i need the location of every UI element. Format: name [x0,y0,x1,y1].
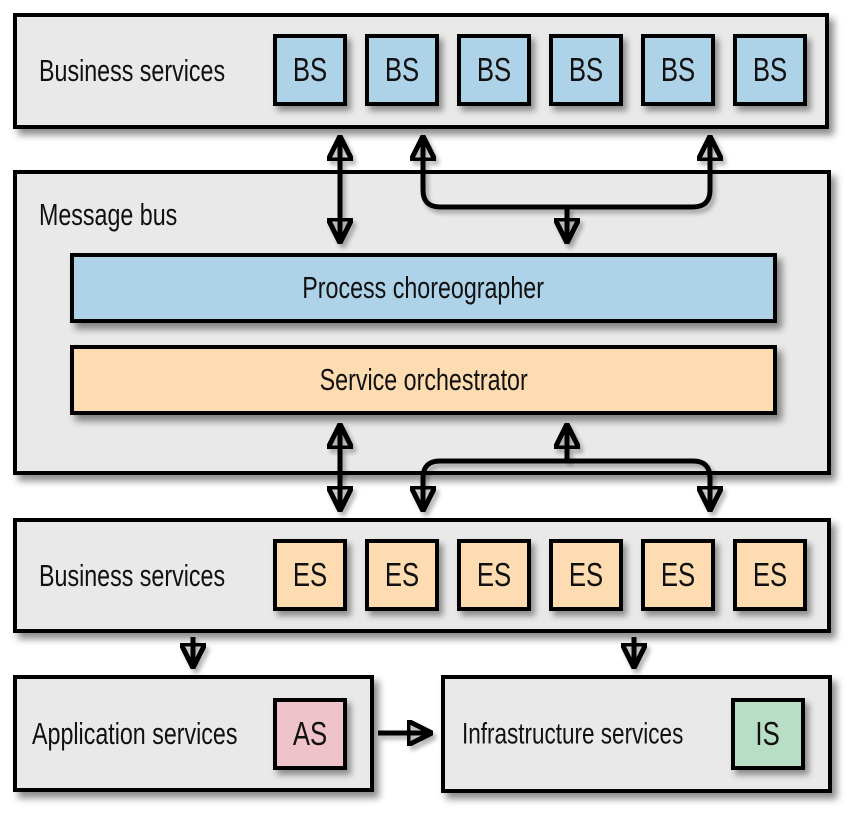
service-orchestrator-label: Service orchestrator [319,362,528,397]
es-chip: ES [457,539,531,611]
business-services-top-panel: Business services BS BS BS BS BS BS [13,13,829,129]
business-services-es-panel: Business services ES ES ES ES ES ES [13,518,831,633]
es-chip-row: ES ES ES ES ES ES [273,539,807,611]
bs-chip-label: BS [752,51,788,88]
bs-chip: BS [365,34,439,106]
es-chip: ES [365,539,439,611]
is-chip-label: IS [755,715,781,752]
bs-chip-label: BS [476,51,512,88]
application-services-panel: Application services AS [13,675,374,792]
bs-chip: BS [457,34,531,106]
service-orchestrator-bar: Service orchestrator [70,345,777,415]
business-services-top-label: Business services [39,52,226,88]
es-chip-label: ES [660,556,696,593]
es-chip-label: ES [568,556,604,593]
es-chip: ES [733,539,807,611]
bs-chip: BS [641,34,715,106]
bs-chip-row: BS BS BS BS BS BS [273,34,807,106]
bs-chip-label: BS [384,51,420,88]
es-chip-label: ES [752,556,788,593]
bs-chip: BS [549,34,623,106]
process-choreographer-label: Process choreographer [302,270,545,305]
is-chip: IS [731,698,805,770]
es-chip: ES [641,539,715,611]
bs-chip-label: BS [568,51,604,88]
as-chip: AS [273,698,347,770]
bs-chip-label: BS [292,51,328,88]
process-choreographer-bar: Process choreographer [70,253,777,323]
bs-chip-label: BS [660,51,696,88]
bs-chip: BS [273,34,347,106]
business-services-es-label: Business services [39,557,226,593]
application-services-label: Application services [32,715,238,751]
es-chip: ES [549,539,623,611]
message-bus-panel: Message bus Process choreographer Servic… [13,170,831,475]
es-chip-label: ES [476,556,512,593]
as-chip-label: AS [292,715,328,752]
message-bus-label: Message bus [39,197,178,232]
bs-chip: BS [733,34,807,106]
infrastructure-services-label: Infrastructure services [462,717,684,751]
es-chip-label: ES [384,556,420,593]
es-chip: ES [273,539,347,611]
infrastructure-services-panel: Infrastructure services IS [441,675,832,793]
es-chip-label: ES [292,556,328,593]
